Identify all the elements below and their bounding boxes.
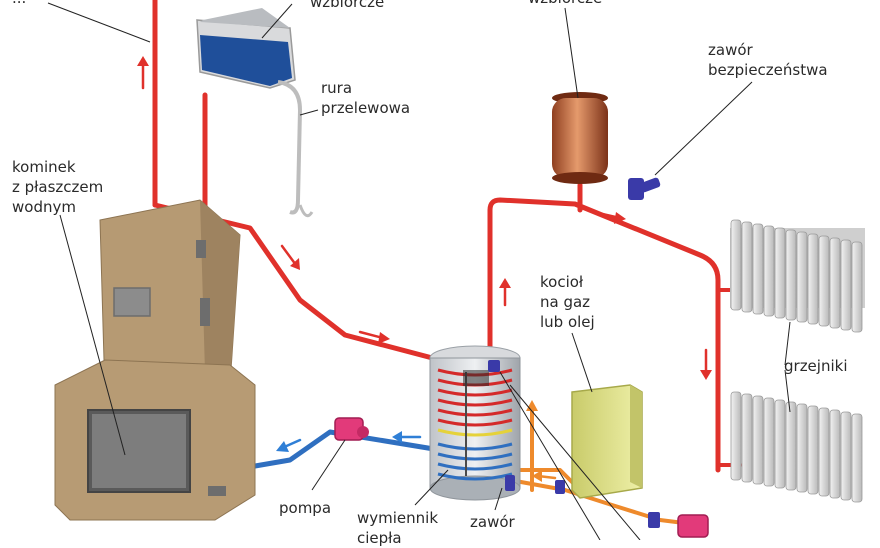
arrow-right-top — [596, 211, 626, 224]
blue-coil — [437, 442, 513, 481]
arrow-supply-2 — [358, 330, 390, 344]
radiator-lower — [730, 391, 863, 503]
flow-arrows-blue — [276, 431, 422, 452]
boiler-loop-pipe — [487, 197, 721, 473]
label-heat-exchanger: wymiennik ciepła — [357, 509, 439, 547]
valves-bottom — [488, 360, 660, 528]
fireplace — [54, 199, 256, 521]
arrow-up-riser — [137, 56, 149, 90]
label-top-left-partial: ... — [12, 0, 26, 8]
arrow-left-1 — [392, 431, 422, 443]
flow-arrows — [137, 56, 712, 380]
arrow-left-2 — [276, 438, 302, 452]
open-expansion-tank — [196, 8, 314, 218]
label-boiler: kocioł na gaz lub olej — [540, 273, 595, 331]
heat-exchanger-tank — [429, 345, 521, 501]
overflow-pipe — [277, 80, 303, 215]
pump-right — [677, 514, 709, 538]
expansion-vessel — [552, 92, 608, 184]
label-safety-valve: zawór bezpieczeństwa — [708, 41, 828, 79]
label-radiators: grzejniki — [784, 357, 848, 375]
label-pump: pompa — [279, 499, 332, 517]
arrow-up-orange — [526, 400, 538, 427]
safety-valve — [628, 177, 661, 200]
arrow-up-boiler-loop — [499, 278, 511, 307]
orange-lower — [508, 478, 702, 527]
label-expansion-vessel: wzbiorcze — [528, 0, 602, 8]
radiator-upper — [730, 219, 865, 333]
arrow-left-orange — [532, 470, 557, 482]
return-pipe-blue — [229, 429, 443, 473]
pump-left — [334, 417, 369, 441]
arrow-supply-1 — [280, 244, 300, 270]
leader-lines — [47, 2, 791, 540]
label-valve-bottom: zawór — [470, 513, 515, 531]
gas-oil-boiler — [571, 384, 643, 499]
cold-water-pipes — [229, 429, 443, 473]
label-fireplace: kominek z płaszczem wodnym — [12, 158, 104, 216]
label-overflow-pipe: rura przelewowa — [321, 79, 411, 117]
label-open-tank: wzbiorcze — [310, 0, 385, 11]
arrow-down-radiators — [700, 348, 712, 380]
